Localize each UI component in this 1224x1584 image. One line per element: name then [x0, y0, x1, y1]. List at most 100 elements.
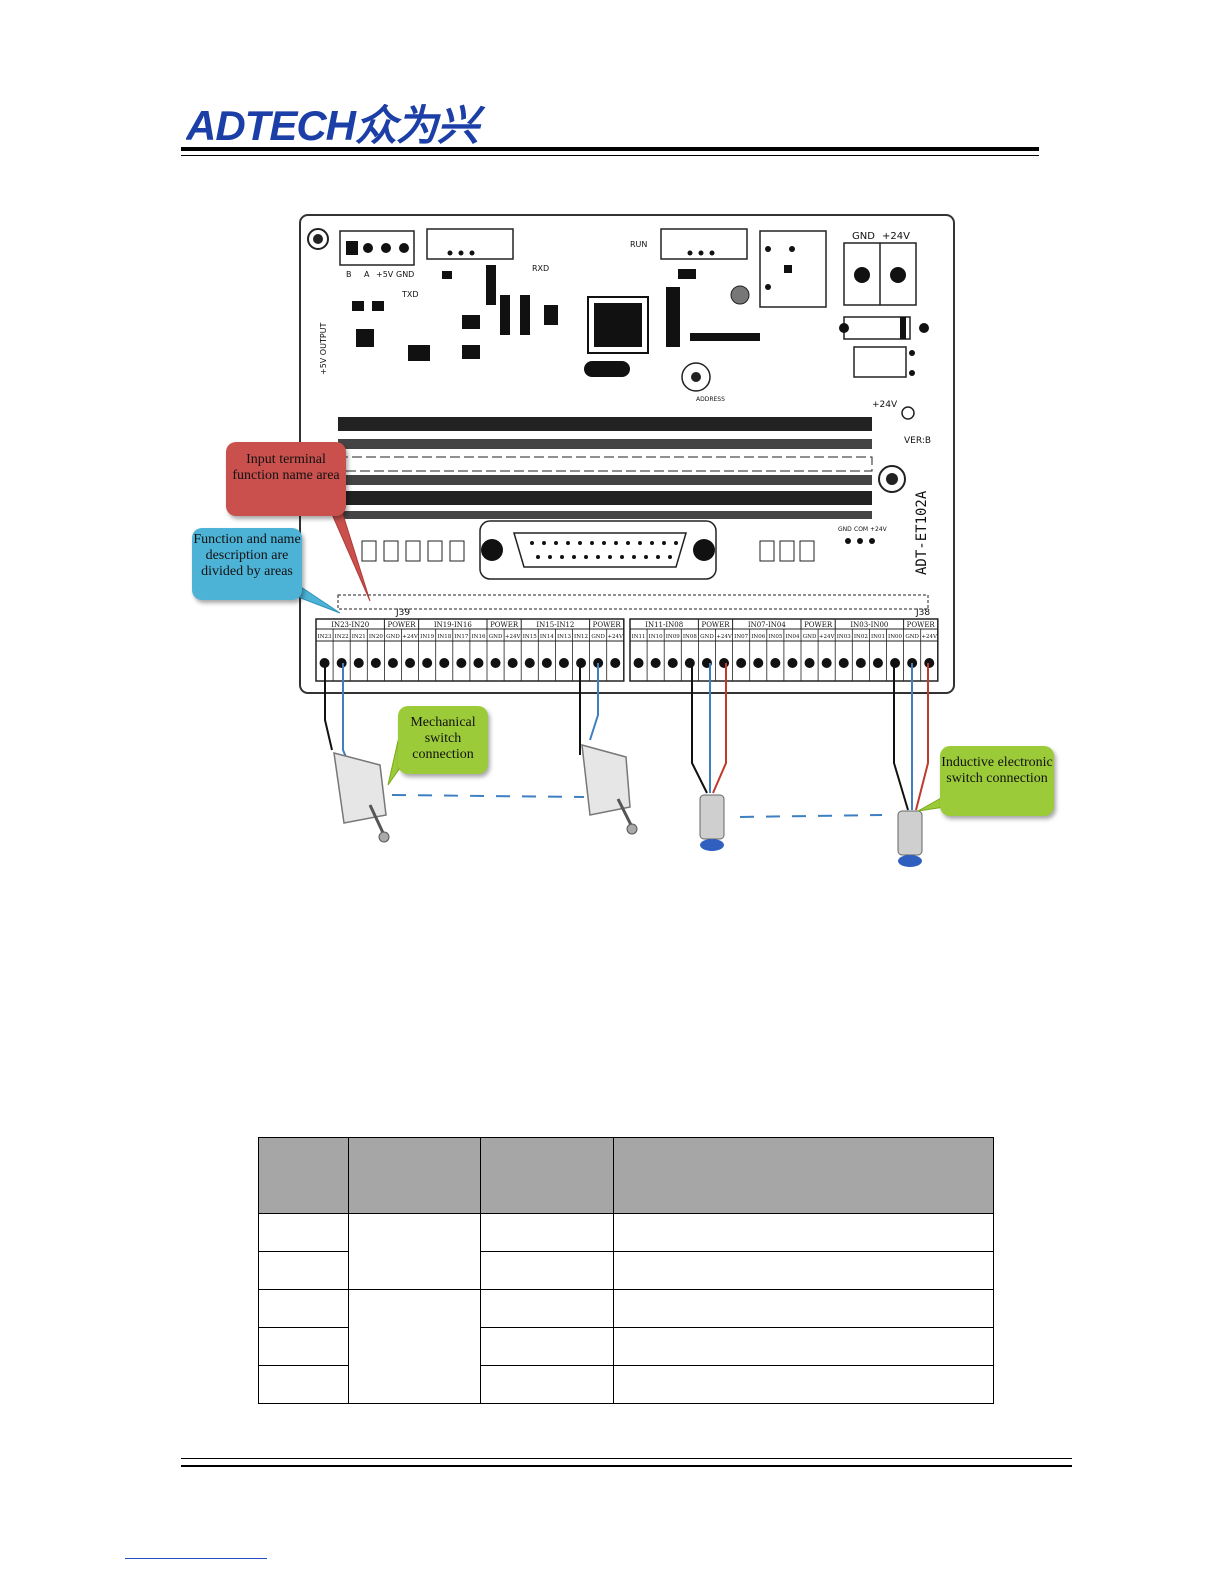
table-row [258, 1213, 994, 1290]
j39-screw-terminal[interactable] [524, 658, 535, 668]
mount-hole [307, 228, 329, 250]
j39-pin-label: IN22 [335, 634, 349, 640]
j38-screw-terminal[interactable] [736, 658, 747, 668]
status-txd: TXD [401, 290, 419, 299]
table-cell [612, 1289, 994, 1328]
db25-connector [479, 520, 717, 580]
j38-pin-label: IN06 [751, 634, 765, 640]
j38-pin-label: IN07 [734, 634, 748, 640]
table-cell [258, 1213, 349, 1252]
j39-screw-terminal[interactable] [387, 658, 398, 668]
j38-screw-terminal[interactable] [753, 658, 764, 668]
address-label: ADDRESS [696, 396, 725, 403]
j38-screw-terminal[interactable] [804, 658, 815, 668]
table-cell [612, 1327, 994, 1366]
capacitor-c1 [730, 285, 750, 305]
dashed-link-inductive [739, 814, 883, 818]
j39-screw-terminal[interactable] [336, 658, 347, 668]
j39-screw-terminal[interactable] [370, 658, 381, 668]
j38-screw-terminal[interactable] [787, 658, 798, 668]
j39-pin-label: GND [386, 634, 400, 640]
pin-label-a: A [364, 270, 370, 279]
j38-pin-label: IN00 [888, 634, 902, 640]
j39-screw-terminal[interactable] [610, 658, 621, 668]
j38-screw-terminal[interactable] [633, 658, 644, 668]
j38-group-header: POWER [804, 621, 833, 629]
inductive-sensor-right [897, 810, 923, 867]
j39-screw-terminal[interactable] [490, 658, 501, 668]
j39-screw-terminal[interactable] [507, 658, 518, 668]
power-label-gnd: GND [852, 231, 875, 242]
table-cell [258, 1365, 349, 1404]
callout-input-terminal: Input terminal function name area [226, 442, 346, 516]
j39-pin-label: IN18 [437, 634, 451, 640]
j38-pin-label: IN02 [854, 634, 868, 640]
j38-screw-terminal[interactable] [650, 658, 661, 668]
mount-hole-center [313, 234, 323, 244]
j38-pin-label: IN05 [768, 634, 782, 640]
header-rule [181, 147, 1039, 151]
j38-screw-terminal[interactable] [924, 658, 935, 668]
callout-function-description: Function and name description are divide… [192, 528, 302, 600]
j39-screw-terminal[interactable] [576, 658, 587, 668]
board-model: ADT-ET102A [914, 490, 930, 575]
j39-screw-terminal[interactable] [439, 658, 450, 668]
j39-pin-label: +24V [505, 634, 522, 640]
mount-hole-right-center [886, 473, 898, 485]
j38-screw-terminal[interactable] [684, 658, 695, 668]
table-cell [479, 1213, 614, 1252]
com-label-24v: +24V [870, 526, 888, 533]
j39-group-header: POWER [593, 621, 622, 629]
logo-wordmark: ADTECH众为兴 [186, 104, 486, 146]
j39-pin-label: IN13 [557, 634, 571, 640]
table-cell [479, 1251, 614, 1290]
table-row [258, 1289, 994, 1404]
table-row [258, 1327, 994, 1366]
header-rule-thin [181, 155, 1039, 156]
j39-screw-terminal[interactable] [473, 658, 484, 668]
j39-pin-label: GND [489, 634, 503, 640]
j38-pin-label: IN01 [871, 634, 885, 640]
j38-screw-terminal[interactable] [821, 658, 832, 668]
j39-group-header: IN23-IN20 [331, 621, 369, 629]
callout-inductive-switch: Inductive electronic switch connection [940, 746, 1054, 816]
pin-label-gnd: GND [396, 270, 414, 279]
j39-pin-label: +24V [402, 634, 419, 640]
j38-pin-label: +24V [921, 634, 938, 640]
j39-screw-terminal[interactable] [405, 658, 416, 668]
table-row [258, 1365, 994, 1404]
table-cell [479, 1365, 614, 1404]
j38-screw-terminal[interactable] [838, 658, 849, 668]
j39-screw-terminal[interactable] [456, 658, 467, 668]
j38-screw-terminal[interactable] [855, 658, 866, 668]
power-label-24v: +24V [882, 231, 910, 242]
address-switch [681, 362, 711, 392]
j39-group-header: IN19-IN16 [434, 621, 473, 629]
rs485-pins [346, 241, 409, 255]
j38-screw-terminal[interactable] [890, 658, 901, 668]
dashed-link-mechanical [391, 794, 585, 798]
j38-group-header: POWER [701, 621, 730, 629]
j38-screw-terminal[interactable] [667, 658, 678, 668]
mcu-chip-body [594, 303, 642, 347]
j39-screw-terminal[interactable] [541, 658, 552, 668]
table-header-cell [479, 1137, 614, 1214]
j39-screw-terminal[interactable] [558, 658, 569, 668]
mechanical-switch-left [333, 751, 390, 843]
crystal [584, 361, 630, 377]
com-label-com: COM [854, 526, 868, 533]
board-wiring-figure: B A +5V GND +5V OUTPUT RUN TXD RXD ADDRE… [297, 214, 959, 867]
j39-screw-terminal[interactable] [353, 658, 364, 668]
j38-pin-label: IN10 [649, 634, 663, 640]
j39-screw-terminal[interactable] [422, 658, 433, 668]
u77-u84-components [361, 540, 815, 562]
table-cell [258, 1251, 349, 1290]
j38-screw-terminal[interactable] [872, 658, 883, 668]
j38-screw-terminal[interactable] [770, 658, 781, 668]
j39-group-header: POWER [490, 621, 519, 629]
led-label-24v: +24V [872, 400, 898, 410]
j39-group-header: POWER [387, 621, 416, 629]
footer-rule [181, 1465, 1072, 1467]
j38-screw-terminal[interactable] [719, 658, 730, 668]
